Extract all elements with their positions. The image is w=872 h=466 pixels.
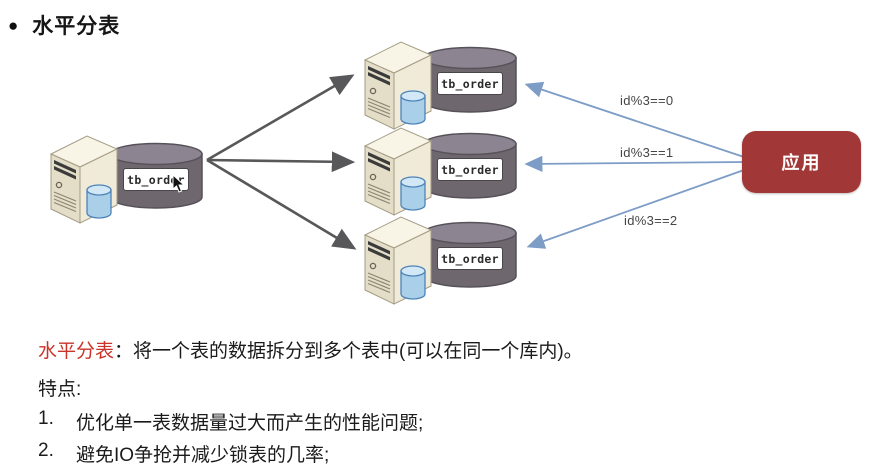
feature-text: 优化单一表数据量过大而产生的性能问题; [76, 413, 424, 434]
server-icon [363, 127, 433, 216]
route-arrow-top [524, 81, 745, 158]
source-table-node: tb_order [108, 142, 204, 210]
server-icon [363, 41, 433, 130]
route-label: id%3==0 [620, 93, 674, 108]
route-arrow-middle [524, 155, 745, 172]
feature-number: 1. [38, 408, 54, 429]
table-label: tb_order [437, 158, 503, 181]
route-arrows [524, 81, 745, 249]
definition-line: 水平分表：将一个表的数据拆分到多个表中(可以在同一个库内)。 [38, 336, 583, 363]
fan-arrows [206, 74, 357, 250]
route-label: id%3==2 [624, 213, 678, 228]
bullet-icon: ● [8, 15, 19, 35]
app-box: 应用 [742, 131, 861, 193]
route-label: id%3==1 [620, 145, 674, 160]
slide-title: 水平分表 [32, 15, 121, 38]
features-heading: 特点: [38, 379, 82, 400]
shard-table-node: tb_order [422, 221, 518, 289]
fan-arrow-bottom [206, 158, 357, 250]
app-box-label: 应用 [781, 153, 822, 173]
definition-text: ：将一个表的数据拆分到多个表中(可以在同一个库内)。 [114, 341, 583, 362]
server-icon [49, 135, 119, 224]
feature-number: 2. [38, 440, 54, 461]
cursor-icon [172, 174, 186, 193]
table-label: tb_order [437, 247, 503, 270]
slide-title-row: ● 水平分表 [8, 10, 120, 40]
route-arrow-bottom [526, 169, 745, 249]
definition-term: 水平分表 [38, 341, 115, 362]
feature-item: 1. 优化单一表数据量过大而产生的性能问题; [38, 408, 423, 435]
feature-item: 2. 避免IO争抢并减少锁表的几率; [38, 440, 329, 466]
shard-table-node: tb_order [422, 46, 518, 114]
server-icon [363, 216, 433, 305]
fan-arrow-top [206, 74, 355, 162]
fan-arrow-middle [206, 151, 356, 173]
table-label: tb_order [437, 72, 503, 95]
shard-table-node: tb_order [422, 132, 518, 200]
feature-text: 避免IO争抢并减少锁表的几率; [76, 445, 330, 466]
